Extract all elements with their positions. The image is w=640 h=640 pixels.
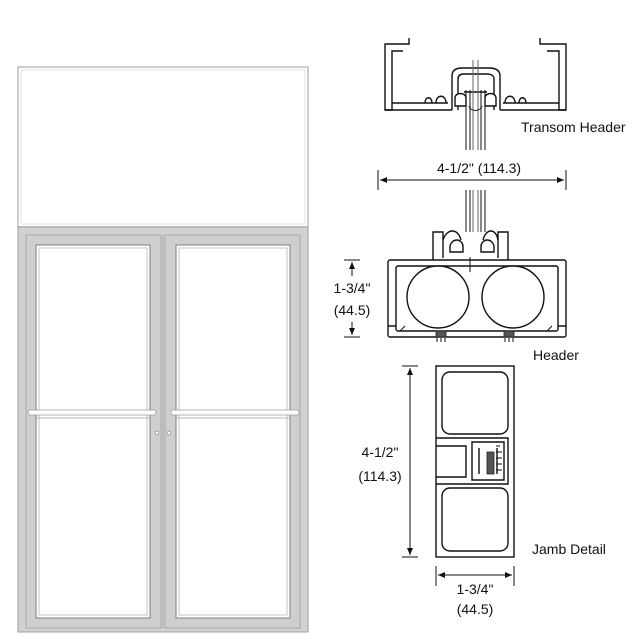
door-elevation xyxy=(17,66,309,633)
left-push-bar xyxy=(27,409,157,416)
left-glass-stop xyxy=(38,247,148,616)
transom-width-dim-text: 4-1/2" (114.3) xyxy=(437,160,521,176)
transom-header-section xyxy=(384,38,567,150)
right-glass-stop xyxy=(178,247,288,616)
jamb-height-dim-in: 4-1/2" xyxy=(362,444,399,460)
transom-header-label: Transom Header xyxy=(521,119,626,135)
transom-inner-edge xyxy=(20,69,306,225)
right-lock-icon xyxy=(166,430,172,436)
jamb-detail-section xyxy=(435,365,515,558)
left-lock-icon xyxy=(154,430,160,436)
jamb-detail-label: Jamb Detail xyxy=(532,541,606,557)
left-door-glass xyxy=(35,244,151,619)
dimension-lines xyxy=(344,170,567,586)
right-push-bar xyxy=(170,409,300,416)
jamb-depth-dim-in: 1-3/4" xyxy=(457,581,494,597)
jamb-depth-dim-mm: (44.5) xyxy=(457,601,494,617)
transom-panel xyxy=(17,66,309,228)
jamb-height-dim-mm: (114.3) xyxy=(358,468,401,484)
header-depth-dim-mm: (44.5) xyxy=(334,302,371,318)
header-depth-dim-in: 1-3/4" xyxy=(334,280,371,296)
header-label: Header xyxy=(533,347,579,363)
right-door-glass xyxy=(175,244,291,619)
header-section xyxy=(387,190,567,342)
